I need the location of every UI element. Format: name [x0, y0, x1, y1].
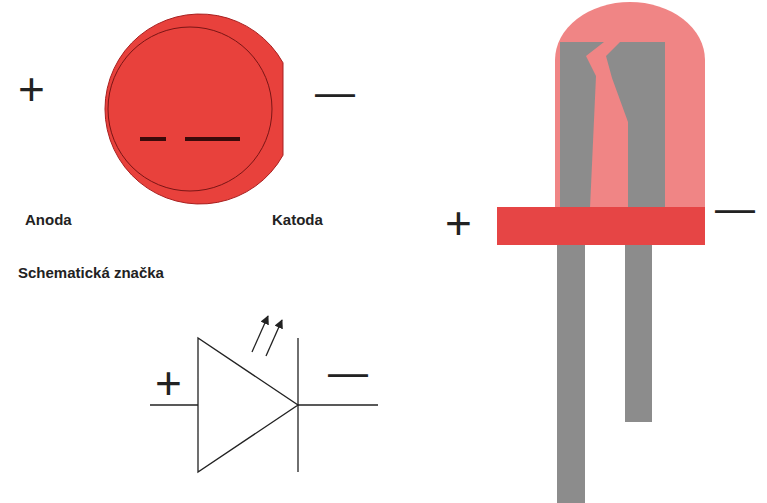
- label-holder: —: [715, 188, 755, 228]
- polarity-sign: +: [155, 357, 182, 409]
- light-arrow: [252, 316, 268, 352]
- led-lens-outline: [108, 27, 272, 191]
- led-side-view: [497, 2, 705, 503]
- label-holder: +: [18, 66, 45, 112]
- anode-post: [560, 42, 604, 208]
- led-top-view: [105, 14, 283, 204]
- polarity-sign: —: [715, 186, 755, 230]
- polarity-sign: —: [328, 350, 368, 394]
- diode-symbol: [150, 316, 378, 472]
- led-flange: [497, 207, 705, 245]
- part-name: Anoda: [25, 211, 72, 228]
- label-holder: +: [445, 200, 472, 246]
- cathode-leg: [625, 245, 652, 422]
- led-dome: [555, 2, 705, 208]
- part-name: Katoda: [272, 211, 323, 228]
- light-arrow: [266, 320, 282, 356]
- polarity-sign: +: [18, 63, 45, 115]
- label-holder: +: [155, 360, 182, 406]
- anode-leg: [557, 245, 585, 503]
- section-heading: Schematická značka: [18, 264, 164, 281]
- led-body-top: [105, 14, 283, 204]
- label-holder: Anoda: [25, 212, 72, 228]
- electrode-dash: [185, 137, 240, 141]
- polarity-sign: +: [445, 197, 472, 249]
- label-holder: Schematická značka: [18, 265, 164, 281]
- wire: [298, 404, 378, 405]
- cathode-anvil: [606, 42, 665, 208]
- diode-triangle: [198, 338, 298, 472]
- polarity-sign: —: [315, 70, 355, 114]
- label-holder: —: [315, 72, 355, 112]
- electrode-dash: [140, 137, 166, 141]
- label-holder: —: [328, 352, 368, 392]
- label-holder: Katoda: [272, 212, 323, 228]
